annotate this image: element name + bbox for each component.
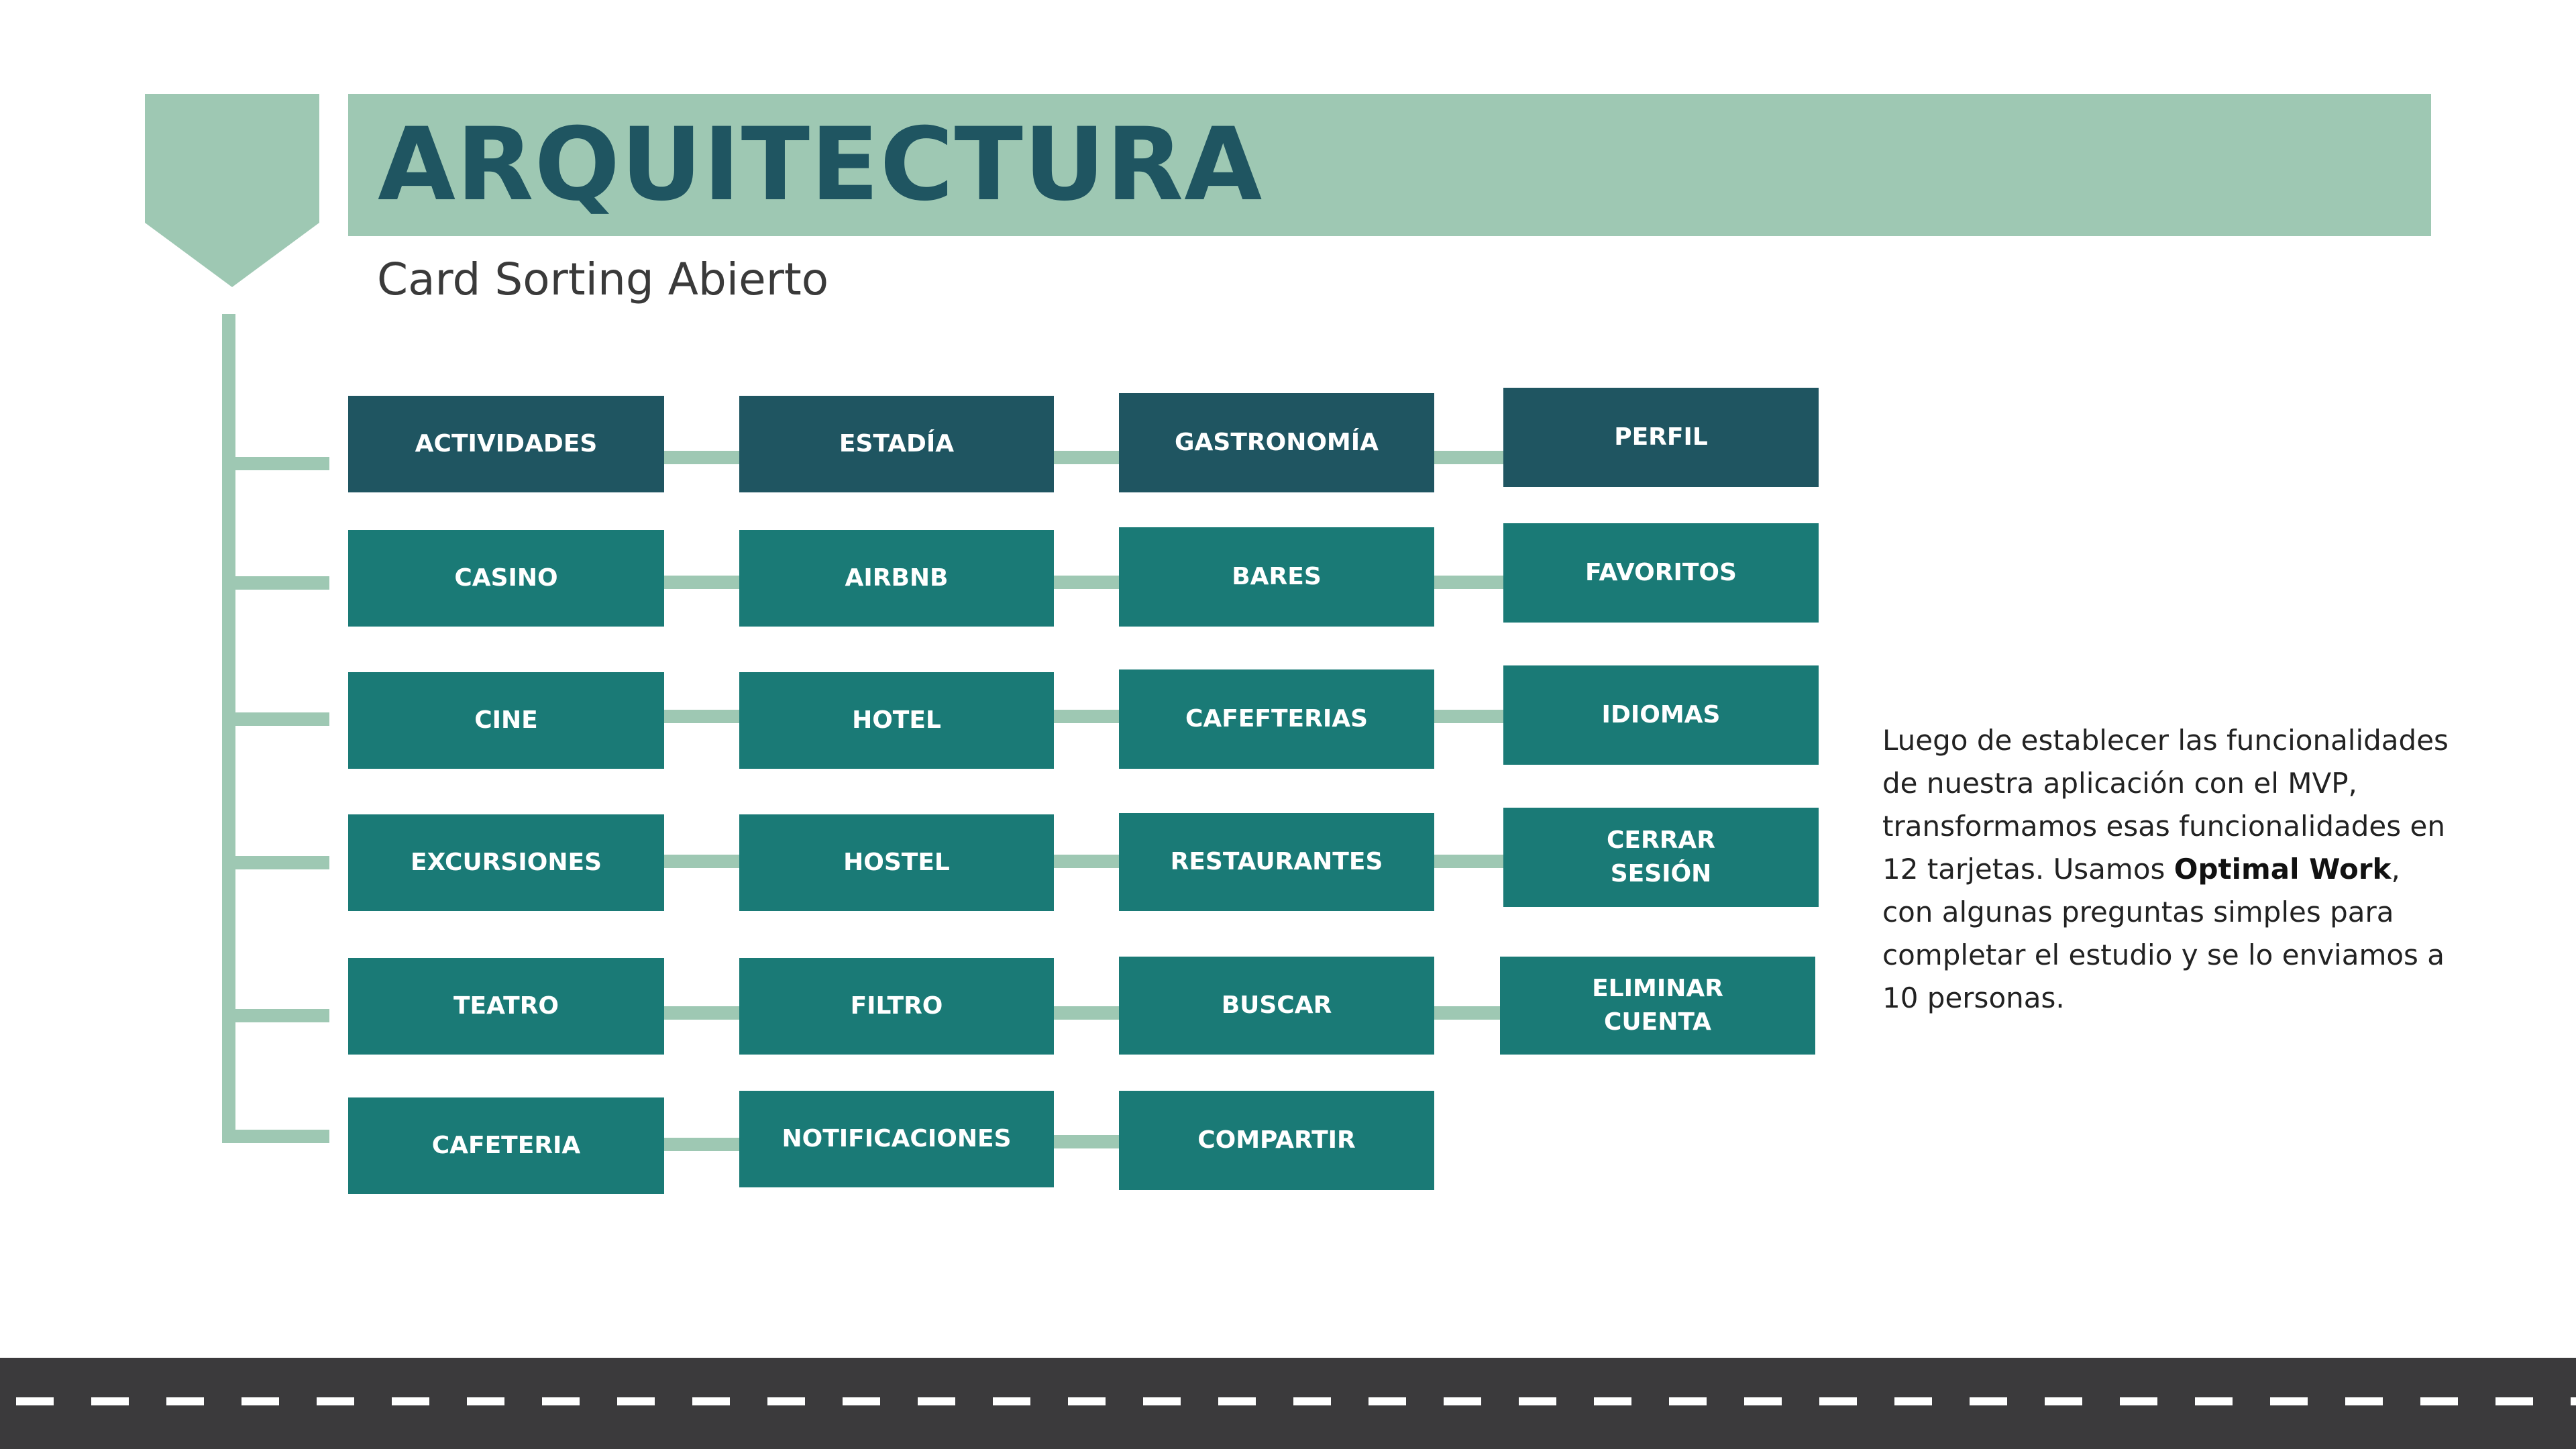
row-connector [1434,1006,1500,1020]
road-dash [1744,1397,1782,1405]
description-intro: Luego de establecer las funcionalidades … [1882,724,2449,885]
road-dash [993,1397,1030,1405]
card-item-cerrar-sesion: CERRAR SESIÓN [1503,808,1819,907]
road-dash [1819,1397,1857,1405]
road-dash [16,1397,54,1405]
road-dash [241,1397,279,1405]
road-dash [1894,1397,1932,1405]
card-header-actividades: ACTIVIDADES [348,396,664,492]
row-connector [1054,576,1119,589]
card-item-restaurantes: RESTAURANTES [1119,813,1434,911]
road-dash [542,1397,580,1405]
road-dash [467,1397,504,1405]
card-item-cafefterias: CAFEFTERIAS [1119,669,1434,769]
tree-branch [235,1009,329,1022]
row-connector [1054,451,1119,464]
road-dash [2195,1397,2233,1405]
card-item-idiomas: IDIOMAS [1503,665,1819,765]
row-connector [1434,576,1503,589]
road-dash [1218,1397,1256,1405]
card-item-casino: CASINO [348,530,664,627]
row-connector [664,855,739,868]
road-dash [1519,1397,1556,1405]
tree-branch [235,712,329,726]
road-dash [2270,1397,2308,1405]
row-connector [1054,710,1119,723]
road-dash [2420,1397,2458,1405]
road-dashes [16,1397,2576,1405]
description-paragraph: Luego de establecer las funcionalidades … [1882,719,2453,1020]
chevron-banner-marker [145,94,319,287]
card-item-eliminar-cuenta: ELIMINAR CUENTA [1500,957,1815,1055]
row-connector [664,576,739,589]
tree-branch [235,576,329,590]
card-item-excursiones: EXCURSIONES [348,814,664,911]
card-item-hotel: HOTEL [739,672,1054,769]
tree-spine [222,314,235,1143]
description-outro: , con algunas preguntas simples para com… [1882,853,2445,1014]
card-item-cafeteria: CAFETERIA [348,1097,664,1194]
card-item-airbnb: AIRBNB [739,530,1054,627]
road-dash [1669,1397,1707,1405]
card-item-favoritos: FAVORITOS [1503,523,1819,623]
road-dash [2345,1397,2383,1405]
description-highlight: Optimal Work [2174,853,2392,885]
card-item-hostel: HOSTEL [739,814,1054,911]
card-item-filtro: FILTRO [739,958,1054,1055]
row-connector [1434,451,1503,464]
card-header-estadia: ESTADÍA [739,396,1054,492]
road-dash [1293,1397,1331,1405]
road-dash [843,1397,880,1405]
card-item-bares: BARES [1119,527,1434,627]
road-dash [1594,1397,1631,1405]
row-connector [1434,710,1503,723]
tree-branch [235,856,329,869]
row-connector [664,1006,739,1020]
road-dash [392,1397,429,1405]
road-dash [1368,1397,1406,1405]
card-header-perfil: PERFIL [1503,388,1819,487]
card-item-buscar: BUSCAR [1119,957,1434,1055]
row-connector [1054,855,1119,868]
road-dash [1143,1397,1181,1405]
tree-branch [235,1130,329,1143]
row-connector [664,1138,739,1151]
road-dash [692,1397,730,1405]
tree-branch [235,457,329,470]
card-header-gastronomia: GASTRONOMÍA [1119,393,1434,492]
road-dash [1970,1397,2007,1405]
row-connector [664,451,739,464]
road-dash [1444,1397,1481,1405]
row-connector [664,710,739,723]
card-item-compartir: COMPARTIR [1119,1091,1434,1190]
road-dash [1068,1397,1106,1405]
road-dash [2045,1397,2082,1405]
road-dash [166,1397,204,1405]
title-bar: ARQUITECTURA [348,94,2431,236]
row-connector [1054,1006,1119,1020]
card-item-notificaciones: NOTIFICACIONES [739,1091,1054,1187]
road-dash [2496,1397,2533,1405]
road-dash [2571,1397,2576,1405]
road-dash [617,1397,655,1405]
page-subtitle: Card Sorting Abierto [377,254,829,305]
row-connector [1054,1135,1119,1148]
card-item-cine: CINE [348,672,664,769]
row-connector [1434,855,1503,868]
road-dash [91,1397,129,1405]
road-dash [2120,1397,2157,1405]
road-dash [918,1397,955,1405]
page-title: ARQUITECTURA [378,107,1263,223]
card-item-teatro: TEATRO [348,958,664,1055]
road-dash [317,1397,354,1405]
road-dash [767,1397,805,1405]
